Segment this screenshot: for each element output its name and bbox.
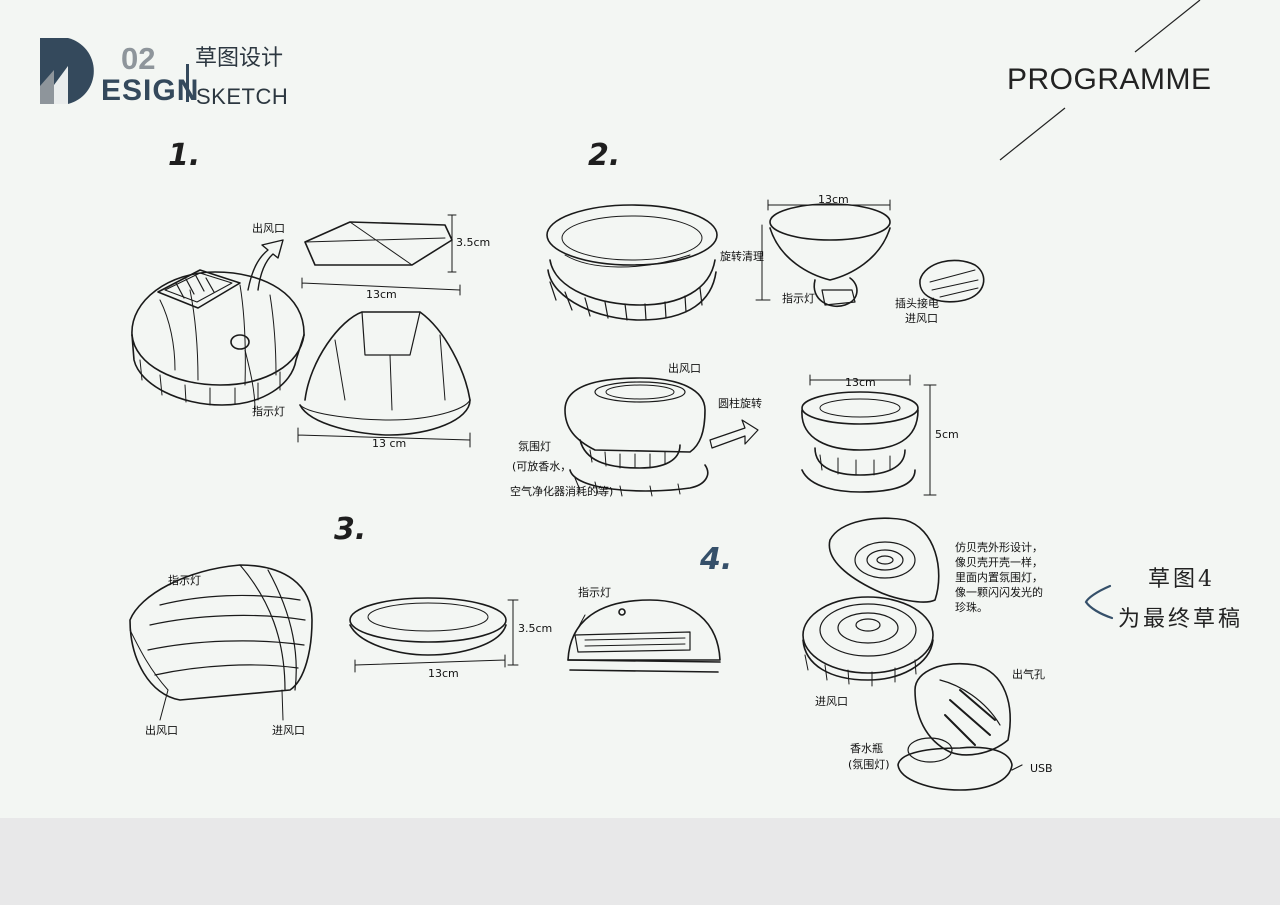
s2-rotate-clean-label: 旋转清理 — [720, 250, 764, 263]
s4-outlet-label: 出气孔 — [1012, 668, 1045, 681]
sketch-3-number: 3. — [334, 512, 367, 547]
chevron-left-icon — [1084, 584, 1114, 620]
programme-label: PROGRAMME — [1007, 63, 1212, 96]
s4-design-note: 仿贝壳外形设计，像贝壳开壳一样，里面内置氛围灯，像一颗闪闪发光的珍珠。 — [955, 541, 1043, 614]
s1-height-dim: 3.5cm — [456, 236, 491, 249]
s4-aroma-label-1: 香水瓶 — [850, 742, 883, 755]
sketch-2-number: 2. — [588, 138, 621, 173]
section-number: 02 — [121, 41, 156, 76]
logo-d-mark — [40, 38, 94, 104]
s2-ambient-note-2: 空气净化器消耗的等) — [510, 485, 614, 498]
s2-outlet-label: 出风口 — [668, 362, 701, 375]
sketch-2-variants — [546, 199, 985, 497]
s2-dim-top: 13cm — [845, 376, 876, 389]
final-note-line1: 草图4 — [1148, 567, 1215, 592]
s1-outlet-label: 出风口 — [252, 222, 285, 235]
s4-usb-label: USB — [1030, 762, 1053, 775]
sketch-drawings — [129, 199, 1023, 791]
s2-inlet-label: 进风口 — [905, 312, 938, 325]
s2-indicator-label: 指示灯 — [782, 292, 815, 305]
s4-indicator-label: 指示灯 — [578, 586, 611, 599]
s3-height-dim: 3.5cm — [518, 622, 553, 635]
s2-dim-top-small: 13cm — [818, 193, 849, 206]
sketch-4-number: 4. — [700, 542, 733, 577]
s3-indicator-label: 指示灯 — [168, 574, 201, 587]
section-title-en: SKETCH — [196, 84, 289, 109]
logo-divider — [186, 64, 189, 102]
section-title-cn: 草图设计 — [195, 46, 284, 71]
s2-rotate-label: 圆柱旋转 — [718, 397, 762, 410]
s3-inlet-label: 进风口 — [272, 724, 305, 737]
s4-aroma-label-2: (氛围灯) — [848, 758, 890, 771]
s1-indicator-label: 指示灯 — [252, 405, 285, 418]
footer-band — [0, 818, 1280, 905]
sketch-1-shell-purifier — [131, 214, 471, 448]
sketch-sheet: 02 ESIGN 草图设计 SKETCH PROGRAMME — [0, 0, 1280, 818]
s2-ambient-light-label: 氛围灯 — [518, 440, 551, 453]
s3-width-dim: 13cm — [428, 667, 459, 680]
final-note-line2: 为最终草稿 — [1118, 607, 1244, 632]
final-draft-note: 草图4 为最终草稿 — [1118, 560, 1243, 640]
sketch-4-opening-shell — [802, 517, 1023, 791]
logo-word: ESIGN — [101, 74, 200, 107]
s2-dim-side: 5cm — [935, 428, 959, 441]
s1-width-dim-top: 13cm — [366, 288, 397, 301]
s2-usb-label: 插头接电 — [895, 297, 939, 310]
s2-ambient-note-1: (可放香水， — [512, 460, 572, 473]
sketch-3-curved-shell — [129, 564, 721, 721]
s1-width-dim-bottom: 13 cm — [372, 437, 407, 450]
s4-inlet-label: 进风口 — [815, 695, 848, 708]
design-logo: 02 ESIGN 草图设计 SKETCH — [38, 36, 308, 116]
s3-outlet-label: 出风口 — [145, 724, 178, 737]
sketch-1-number: 1. — [168, 138, 201, 173]
